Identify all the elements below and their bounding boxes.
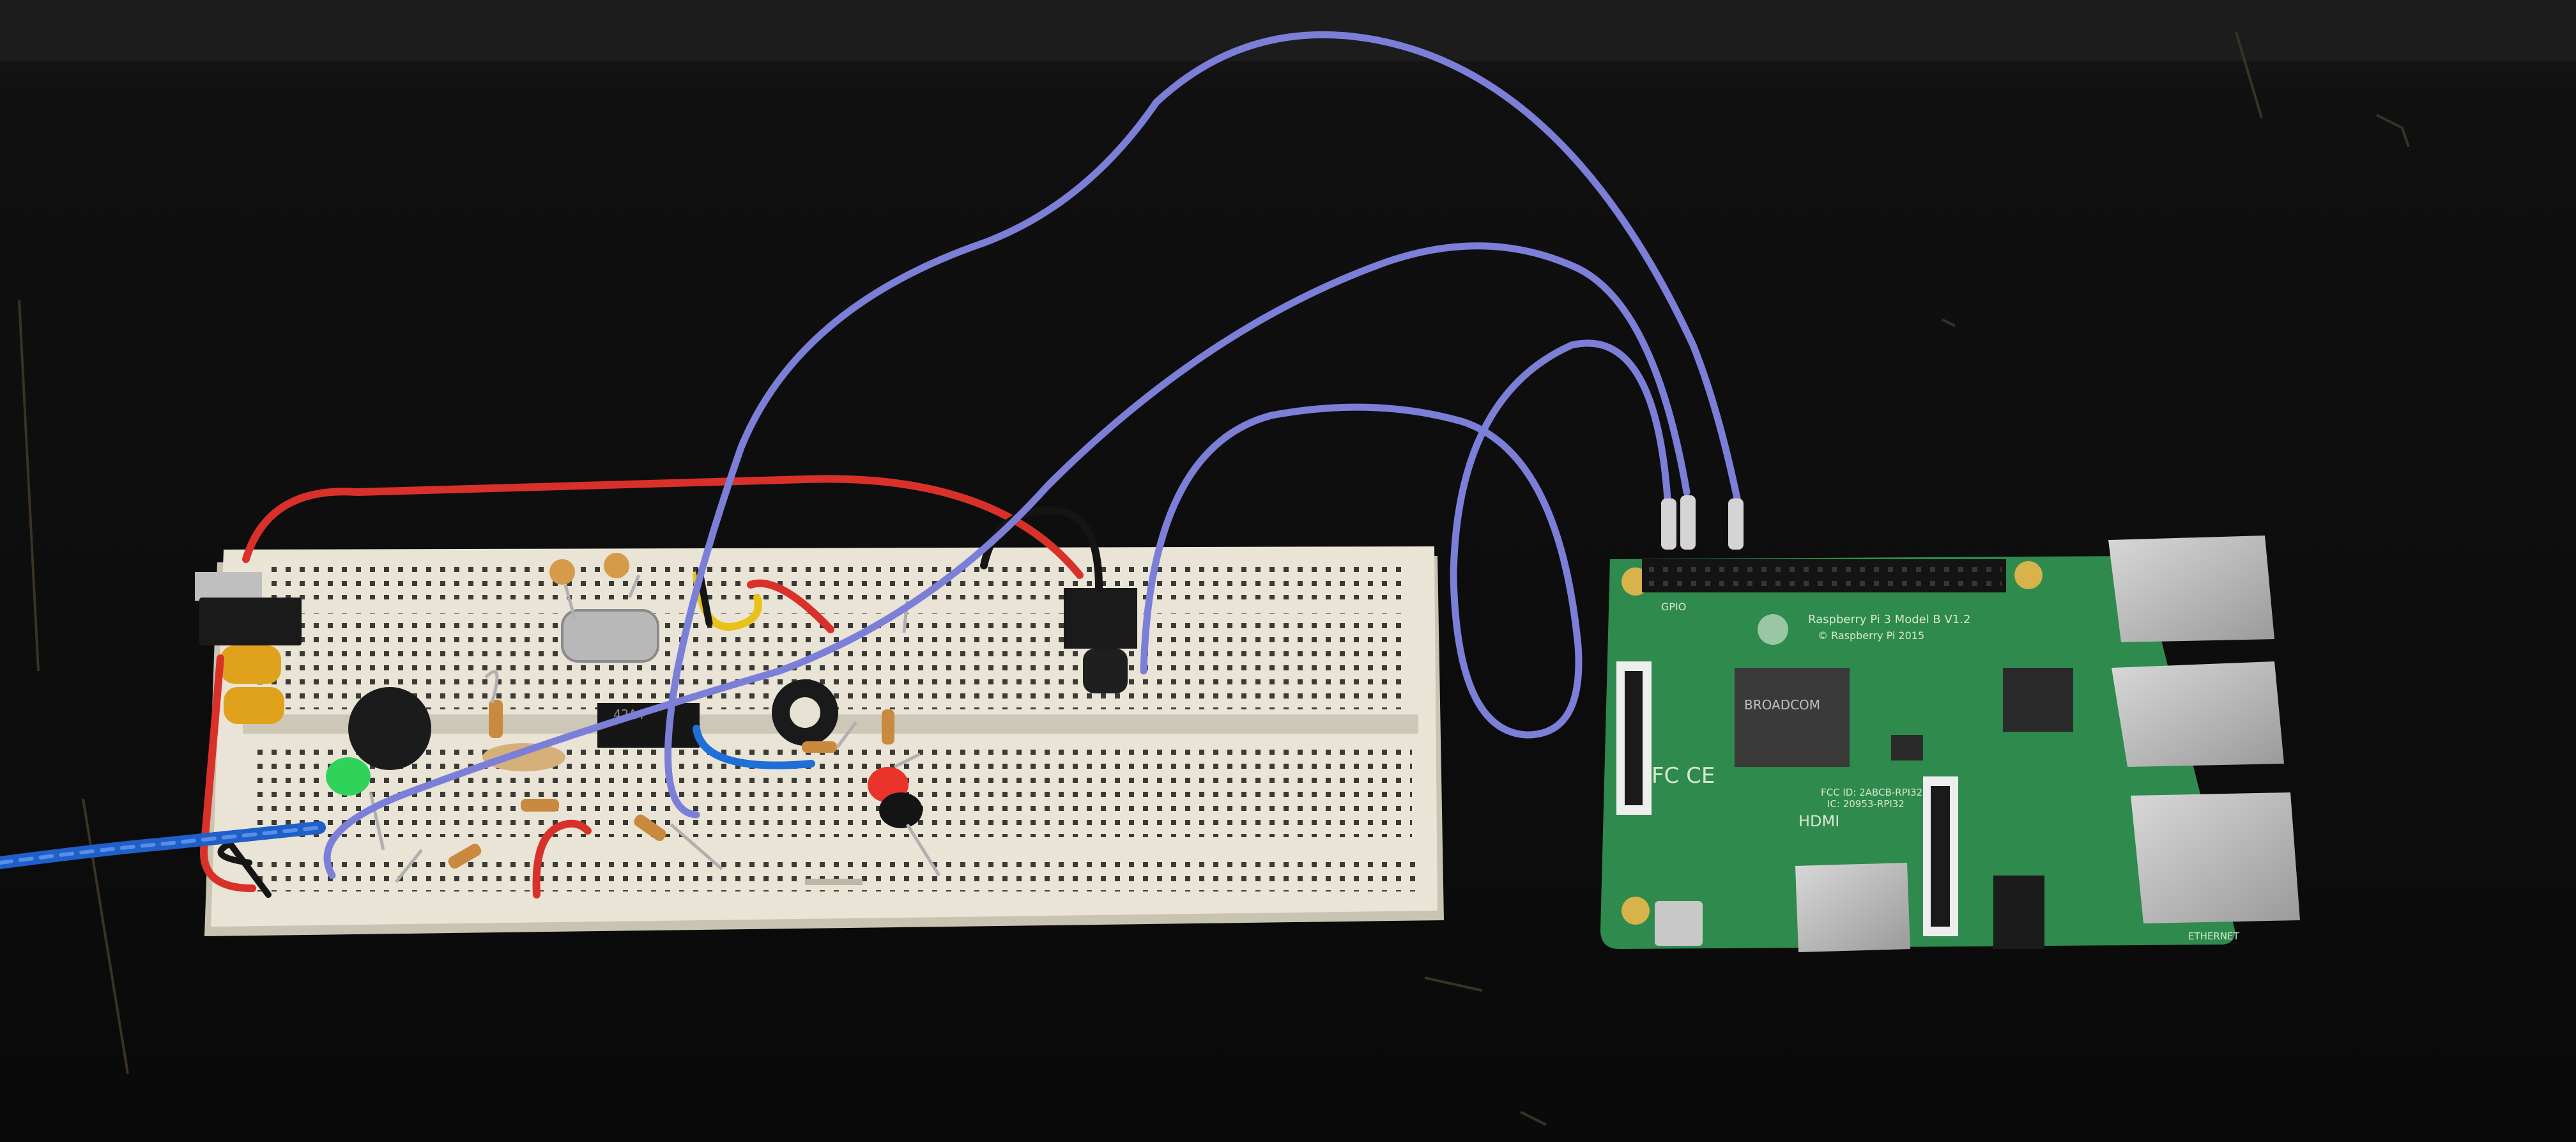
bridge-rectifier [348, 687, 431, 770]
red-power-wire [242, 475, 1084, 579]
camera-connector-slot [1931, 786, 1950, 927]
resistor-5 [882, 709, 894, 745]
resistor-2 [521, 799, 559, 812]
resistor-3 [448, 844, 482, 869]
ethernet-label: ETHERNET [2188, 930, 2240, 942]
certification-marks: FC CE [1652, 763, 1715, 789]
jumper-connector-2 [1680, 495, 1696, 550]
red-wire-loop [532, 819, 592, 899]
purple-jumper-wires [323, 31, 1742, 879]
jumper-connectors [1661, 495, 1744, 550]
red-wire-short [747, 579, 834, 633]
voltage-regulator-left-tab [195, 572, 262, 601]
hdmi-label: HDMI [1798, 812, 1839, 830]
raspberry-logo [1758, 614, 1788, 645]
gpio-label: GPIO [1661, 601, 1686, 613]
micro-usb-port [1655, 901, 1703, 946]
resistor-4 [634, 814, 666, 842]
audio-jack [1993, 876, 2044, 949]
top-power-rail [268, 561, 1406, 599]
mounting-hole-3 [1621, 897, 1650, 925]
ceramic-capacitor-2 [604, 553, 629, 578]
capacitor-orange-1 [220, 645, 281, 684]
black-wire-bottom-left [217, 839, 272, 898]
jumper-connector-1 [1661, 498, 1676, 550]
broadcom-soc [1735, 668, 1850, 767]
breadboard-wires [199, 475, 1103, 899]
jumper-connector-3 [1728, 498, 1744, 550]
ic-label: IC: 20953-RPI32 [1827, 798, 1905, 810]
table-scratches [18, 31, 2410, 1126]
usb-port-top [2108, 536, 2274, 642]
rail-slot [805, 879, 862, 885]
model-label: Raspberry Pi 3 Model B V1.2 [1808, 613, 1970, 626]
resistor-1 [489, 700, 503, 738]
capacitor-black [1083, 649, 1128, 693]
display-connector-slot [1625, 671, 1643, 805]
capacitor-orange-2 [224, 687, 284, 724]
voltage-regulator-left [199, 598, 302, 645]
jumper-wire-3 [1140, 339, 1671, 739]
fcc-id-label: FCC ID: 2ABCB-RPI32 [1821, 787, 1922, 798]
green-led [326, 757, 371, 796]
small-chip-1 [1891, 735, 1923, 760]
usb-port-middle [2112, 661, 2284, 767]
ethernet-port [2131, 792, 2300, 923]
resistor-6 [802, 741, 837, 753]
voltage-regulator-right [1064, 588, 1137, 649]
copyright-label: © Raspberry Pi 2015 [1818, 629, 1924, 642]
gpio-pins [1647, 562, 2002, 589]
transistor [879, 792, 923, 828]
crystal-oscillator [561, 609, 659, 663]
bottom-terminal-strip [249, 741, 1412, 837]
ceramic-capacitor-1 [549, 559, 575, 585]
jumper-wire-2 [323, 242, 1690, 879]
ceramic-capacitor-3 [482, 743, 565, 771]
twisted-blue-cable [0, 821, 326, 869]
blue-wire-breadboard [693, 725, 815, 769]
hdmi-port [1795, 863, 1910, 952]
red-wire-left-side [199, 654, 256, 892]
soc-brand: BROADCOM [1744, 697, 1820, 713]
bottom-power-rail [249, 853, 1418, 891]
breadboard-components: 42A4 [195, 553, 1137, 883]
component-leads [369, 575, 941, 883]
jumper-wire-1 [664, 31, 1742, 819]
raspberry-pi-board: GPIO Raspberry Pi 3 Model B V1.2 © Raspb… [1600, 536, 2300, 952]
mounting-hole-2 [2014, 561, 2043, 589]
lan-chip [2003, 668, 2073, 732]
table-back-edge [0, 0, 2576, 61]
potentiometer-knob [790, 697, 820, 728]
